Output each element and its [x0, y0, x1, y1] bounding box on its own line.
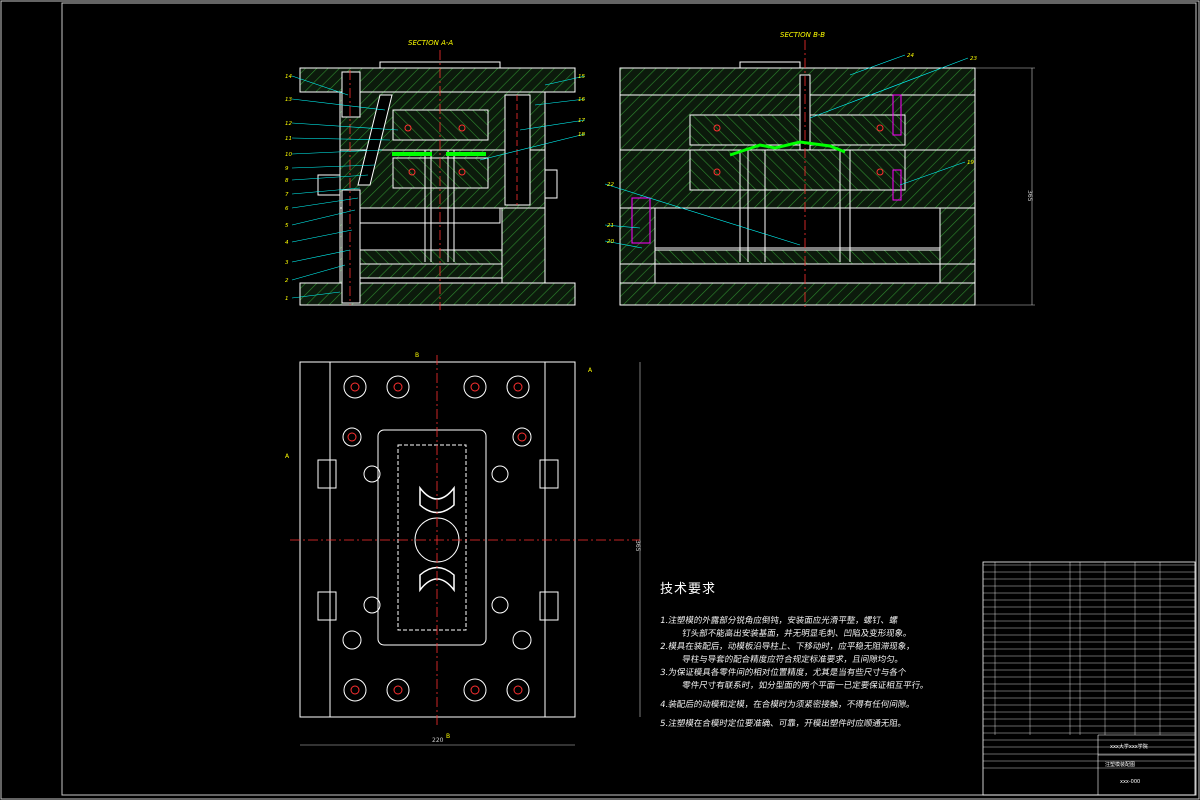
leader-line — [809, 57, 969, 119]
section-bb-view: SECTION B-B 365 — [619, 31, 1035, 308]
callout-label: 13 — [285, 97, 292, 103]
leader-line — [604, 240, 643, 249]
note-line: 3.为保证模具各零件间的相对位置精度，尤其是当有些尺寸与各个 — [659, 668, 907, 678]
leader-line — [291, 164, 376, 169]
dim-height: 365 — [634, 540, 641, 552]
section-aa-title: SECTION A-A — [408, 39, 453, 47]
title-name: 注塑模装配图 — [1105, 761, 1135, 768]
callout-label: 1 — [285, 296, 289, 302]
cut-mark-a-top: A — [588, 367, 593, 374]
callout-label: 14 — [285, 74, 292, 80]
callout-label: 2 — [285, 278, 289, 284]
note-line: 钉头部不能高出安装基面，并无明显毛刺、凹陷及变形现象。 — [681, 629, 913, 639]
callout-label: 9 — [285, 166, 289, 172]
note-line: 2.模具在装配后，动模板沿导柱上、下移动时，应平稳无阻滞现象， — [659, 642, 916, 652]
notes-title: 技术要求 — [660, 582, 717, 597]
callout-label: 6 — [285, 206, 289, 212]
callout-label: 3 — [285, 260, 289, 266]
dim-side: 365 — [1026, 190, 1033, 202]
leader-line — [604, 183, 801, 246]
technical-requirements: 技术要求 1.注塑模的外露部分锐角应倒钝，安装面应光滑平整，螺钉、螺 钉头部不能… — [659, 578, 960, 731]
callout-label: 8 — [285, 178, 289, 184]
leader-line — [291, 174, 369, 181]
title-drawing-no: xxx-000 — [1120, 779, 1140, 785]
leader-line — [604, 224, 641, 229]
leader-line — [849, 54, 906, 76]
leader-line — [291, 209, 356, 226]
leader-line — [291, 137, 391, 141]
callout-label: 22 — [607, 182, 614, 188]
leader-line — [544, 75, 586, 86]
callout-label: 19 — [967, 160, 974, 166]
note-line: 导柱与导套的配合精度应符合规定标准要求，且间隙均匀。 — [681, 655, 904, 665]
callout-label: 16 — [578, 97, 585, 103]
callout-label: 4 — [285, 240, 289, 246]
callout-label: 10 — [285, 152, 292, 158]
callout-label: 7 — [285, 192, 289, 198]
callout-label: 12 — [285, 121, 292, 127]
leader-line — [291, 229, 353, 243]
callout-label: 18 — [578, 132, 585, 138]
leader-line — [519, 119, 586, 131]
section-bb-title: SECTION B-B — [780, 31, 825, 39]
leader-line — [291, 98, 386, 111]
section-bb-leaders: 24 23 19 22 21 20 — [604, 53, 977, 249]
leader-line — [291, 291, 341, 299]
title-company: xxx大学xxx学院 — [1110, 743, 1148, 750]
callout-label: 11 — [285, 136, 292, 142]
callout-label: 5 — [285, 223, 289, 229]
leader-line — [479, 133, 586, 161]
plan-view: B B A A 220 365 — [285, 352, 641, 746]
cut-mark-a-left: A — [285, 453, 290, 460]
leader-line — [291, 149, 383, 155]
callout-label: 23 — [970, 56, 977, 62]
inner-frame — [61, 2, 1197, 796]
note-line: 5.注塑模在合模时定位要准确、可靠，开模出塑件时应顺通无阻。 — [659, 719, 907, 729]
dim-width: 220 — [432, 737, 444, 744]
leader-line — [291, 122, 399, 131]
note-line: 4.装配后的动模和定模，在合模时为须紧密接触，不得有任何间隙。 — [659, 700, 916, 710]
section-aa-view: SECTION A-A — [299, 39, 576, 310]
leader-line — [291, 187, 361, 195]
leader-line — [534, 98, 586, 106]
cut-mark-b-top: B — [415, 352, 419, 359]
callout-label: 20 — [607, 239, 614, 245]
leader-line — [291, 75, 349, 96]
note-line: 零件尺寸有联系时，如分型面的两个平面一已定要保证相互平行。 — [681, 681, 930, 691]
title-block: xxx大学xxx学院 注塑模装配图 xxx-000 — [982, 561, 1196, 796]
callout-label: 15 — [578, 74, 585, 80]
leader-line — [899, 161, 966, 186]
leader-line — [291, 249, 351, 263]
callout-label: 17 — [578, 118, 585, 124]
leader-line — [291, 197, 359, 209]
note-line: 1.注塑模的外露部分锐角应倒钝，安装面应光滑平整，螺钉、螺 — [659, 616, 899, 626]
leader-line — [291, 264, 346, 281]
callout-label: 21 — [607, 223, 614, 229]
callout-label: 24 — [907, 53, 914, 59]
cut-mark-b-bottom: B — [446, 733, 450, 740]
